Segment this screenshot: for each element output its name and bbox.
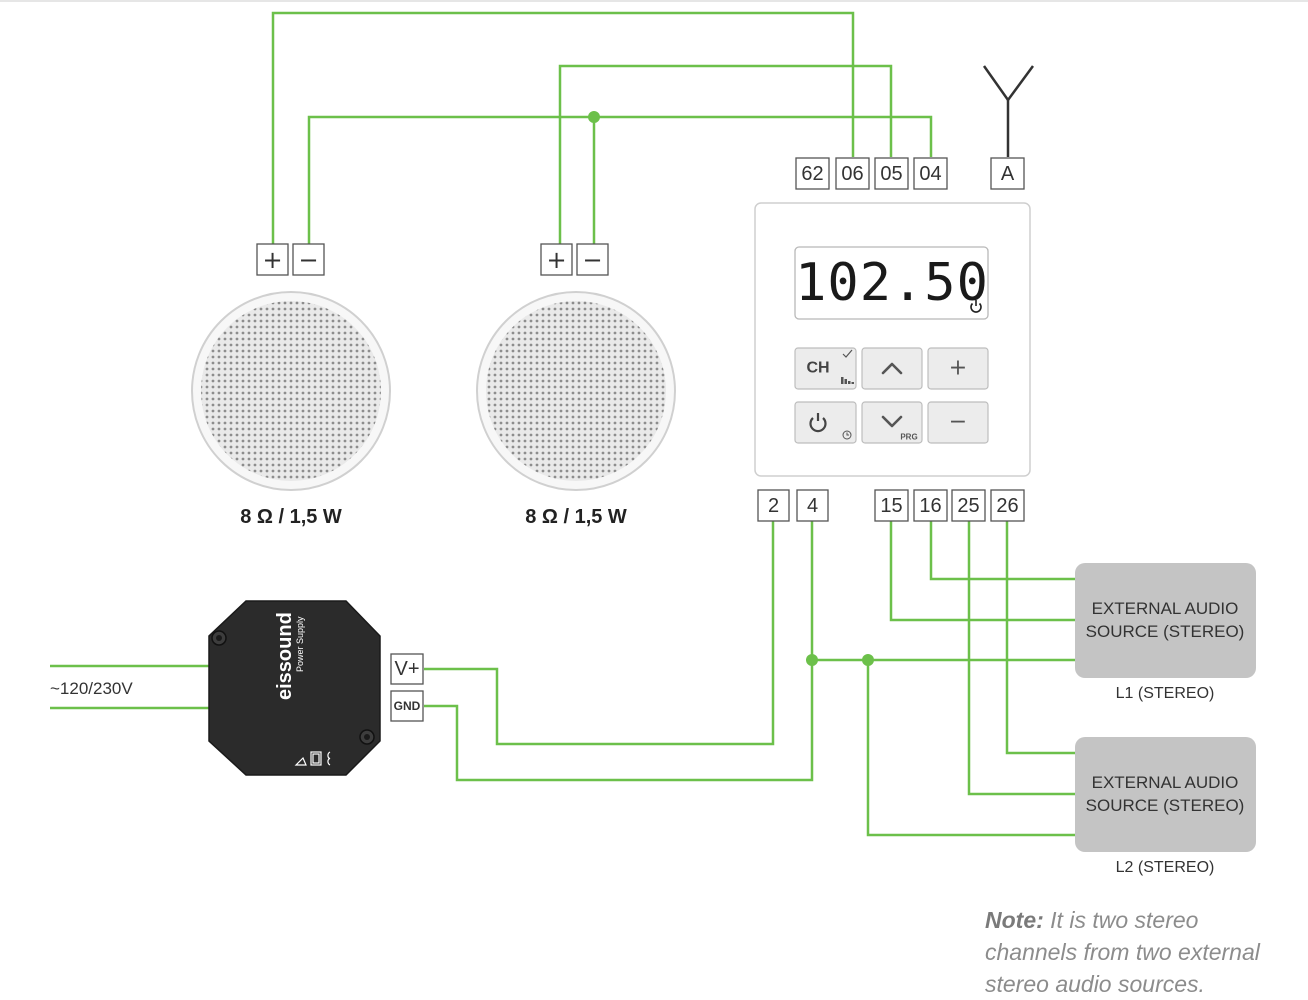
frequency-readout: 102.50 [795,253,989,313]
power-icon [809,413,827,433]
chevron-up-icon [881,362,903,375]
wire-spk2-plus [558,64,893,247]
bottom-terminals: 2 4 15 16 25 26 [757,489,1025,522]
signal-bars-icon [841,377,854,384]
minus-label: − [949,410,967,435]
terminal-4: 4 [807,495,818,517]
terminal-06: 06 [841,163,863,185]
wire-spk-minus-common [307,115,933,247]
plus-label: + [949,356,967,381]
note-text: It is two stereo channels from two exter… [985,907,1260,997]
junction-dot [588,111,600,123]
wire-gnd-l2 [866,660,1075,837]
external-source-line2: SOURCE (STEREO) [1086,796,1245,815]
terminal-vplus: V+ [394,658,419,680]
power-button[interactable] [794,401,857,444]
junction-dot [862,654,874,666]
down-button[interactable]: PRG [861,401,923,444]
terminal-minus: − [298,246,318,274]
radio-device: 102.50 CH + [754,202,1031,477]
external-source-l1: EXTERNAL AUDIO SOURCE (STEREO) L1 (STERE… [1075,563,1256,702]
wire-26 [1005,521,1075,755]
speaker-rating: 8 Ω / 1,5 W [525,506,627,528]
antenna-icon [982,65,1035,103]
wire-spk1-plus [271,11,855,247]
certification-icons [294,751,331,766]
power-icon [970,300,982,313]
external-source-line2: SOURCE (STEREO) [1086,622,1245,641]
prg-label: PRG [900,433,917,442]
ch-button[interactable]: CH [794,347,857,390]
ch-label: CH [806,360,829,377]
external-source-line1: EXTERNAL AUDIO [1092,773,1239,792]
external-source-caption: L2 (STEREO) [1116,859,1215,876]
terminal-62: 62 [801,163,823,185]
external-source-l2: EXTERNAL AUDIO SOURCE (STEREO) L2 (STERE… [1075,737,1256,876]
speaker-1-terminals: + − [256,243,325,276]
terminal-04: 04 [919,163,941,185]
external-source-caption: L1 (STEREO) [1116,685,1215,702]
up-button[interactable] [861,347,923,390]
note: Note: It is two stereo channels from two… [985,904,1285,1000]
terminal-25: 25 [957,495,979,517]
radio-display [794,246,989,320]
note-label: Note: [985,907,1044,933]
brand-logo: eissound [274,612,296,700]
external-source-line1: EXTERNAL AUDIO [1092,599,1239,618]
wires [50,11,1075,837]
junction-dot [806,654,818,666]
terminal-05: 05 [880,163,902,185]
terminal-a: A [1001,163,1015,185]
speaker-rating: 8 Ω / 1,5 W [240,506,342,528]
speaker-2: 8 Ω / 1,5 W [476,291,676,528]
wire-15 [889,521,1075,622]
power-supply: eissound Power Supply [208,600,381,776]
terminal-15: 15 [880,495,902,517]
terminal-plus: + [546,246,566,274]
wire-gnd [424,521,814,782]
speaker-2-terminals: + − [540,243,609,276]
top-terminals: 62 06 05 04 A [795,157,1025,190]
volume-plus-button[interactable]: + [927,347,989,390]
wire-16 [929,521,1075,581]
chevron-down-icon [881,415,903,428]
mains-input-label: ~120/230V [50,679,133,698]
check-icon [842,349,853,358]
terminal-gnd: GND [394,699,421,713]
volume-minus-button[interactable]: − [927,401,989,444]
terminal-16: 16 [919,495,941,517]
psu-terminals: V+ GND [390,653,424,722]
wire-25 [967,521,1075,796]
terminal-2: 2 [768,495,779,517]
wire-vplus [424,521,775,746]
power-supply-subtitle: Power Supply [295,616,305,672]
terminal-26: 26 [996,495,1018,517]
clock-icon [842,430,852,440]
speaker-1: 8 Ω / 1,5 W [191,291,391,528]
terminal-minus: − [582,246,602,274]
terminal-plus: + [262,246,282,274]
